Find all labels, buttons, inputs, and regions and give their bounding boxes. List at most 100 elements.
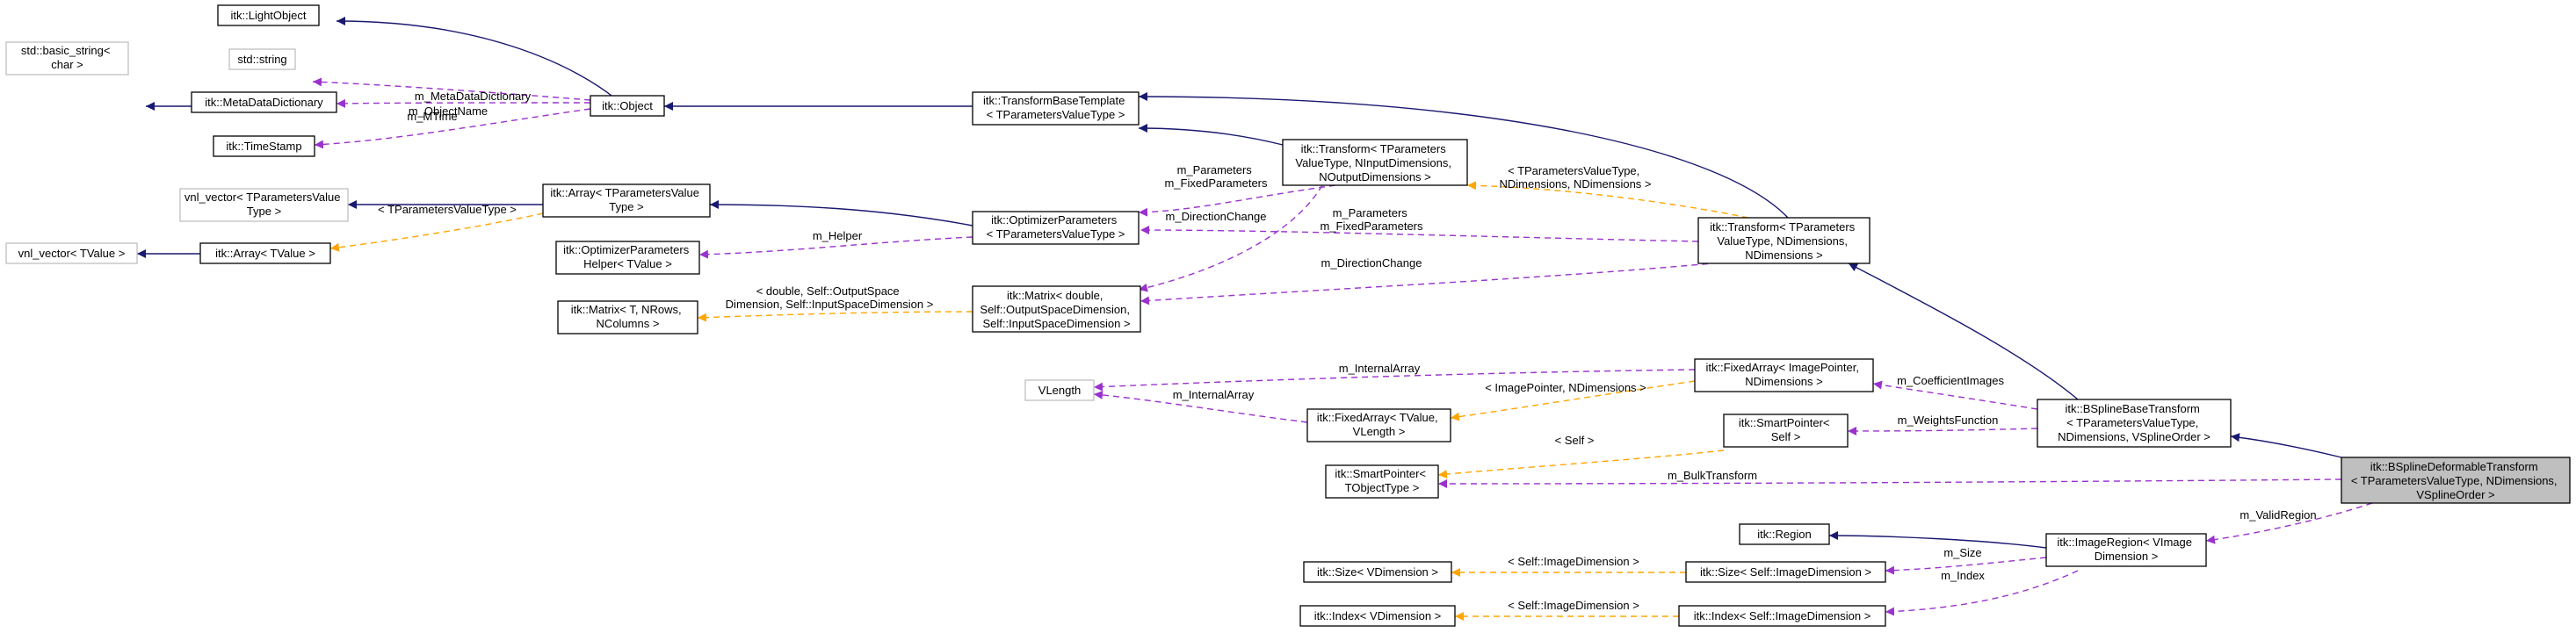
svg-text:std::string: std::string xyxy=(237,53,286,66)
edge-member-params-right xyxy=(1140,226,1699,242)
edge-imageregion-to-region xyxy=(1828,531,2047,549)
node-smartpointer-tobjecttype[interactable]: itk::SmartPointer< TObjectType > xyxy=(1325,464,1439,499)
svg-text:itk::Index< VDimension >: itk::Index< VDimension > xyxy=(1314,609,1442,622)
node-optimizerparametershelper[interactable]: itk::OptimizerParameters Helper< TValue … xyxy=(555,241,700,275)
node-size-vdimension[interactable]: itk::Size< VDimension > xyxy=(1303,561,1452,583)
edge-optparams-to-arraytpv xyxy=(709,200,973,227)
label-m-directionchange-right: m_DirectionChange xyxy=(1321,256,1422,270)
node-lightobject[interactable]: itk::LightObject xyxy=(217,4,320,26)
node-basic-string[interactable]: std::basic_string< char > xyxy=(5,41,129,76)
node-vnl-vector-tvalue[interactable]: vnl_vector< TValue > xyxy=(5,242,138,264)
edge-member-objectname xyxy=(312,77,591,101)
label-m-size: m_Size xyxy=(1943,546,1981,559)
svg-text:itk::Index< Self::ImageDimensi: itk::Index< Self::ImageDimension > xyxy=(1694,609,1871,622)
node-region[interactable]: itk::Region xyxy=(1739,523,1830,545)
edge-member-weightsfn xyxy=(1847,426,2038,435)
svg-text:itk::Array< TParametersValue: itk::Array< TParametersValue Type > xyxy=(550,186,702,213)
label-m-mtime: m_MTime xyxy=(407,110,457,123)
edges xyxy=(137,17,2373,621)
edge-member-dirchange-right xyxy=(1140,260,1740,306)
node-timestamp[interactable]: itk::TimeStamp xyxy=(213,135,315,157)
edge-member-helper xyxy=(698,236,973,259)
node-bsplinedeformabletransform[interactable]: itk::BSplineDeformableTransform < TParam… xyxy=(2341,457,2571,504)
node-transformbasetemplate[interactable]: itk::TransformBaseTemplate < TParameters… xyxy=(972,91,1140,126)
edge-member-internalarray-top xyxy=(1093,369,1696,392)
label-m-internalarray-bottom: m_InternalArray xyxy=(1173,388,1255,401)
label-m-params-right: m_Parameters m_FixedParameters xyxy=(1320,206,1423,233)
edge-member-validregion xyxy=(2205,502,2373,544)
svg-text:itk::Transform< TParameters: itk::Transform< TParameters ValueType, N… xyxy=(1710,220,1858,262)
edge-transformn-to-tbt xyxy=(1138,124,1284,146)
svg-text:vnl_vector< TParametersValue: vnl_vector< TParametersValue Type > xyxy=(185,191,344,218)
svg-text:itk::Matrix< double, S: itk::Matrix< double, Self::OutputSpaceDi… xyxy=(980,289,1132,330)
label-tpl-array: < TParametersValueType > xyxy=(378,203,517,216)
svg-text:itk::TransformBaseTemplate: itk::TransformBaseTemplate < TParameters… xyxy=(983,94,1128,121)
node-transform-ndimensions[interactable]: itk::Transform< TParameters ValueType, N… xyxy=(1697,217,1870,264)
edge-tpl-self xyxy=(1437,450,1725,479)
svg-text:itk::ImageRegion< VImage: itk::ImageRegion< VImage Dimension > xyxy=(2057,536,2195,563)
edge-labels: m_ObjectName m_MetaDataDictionary m_MTim… xyxy=(378,90,2316,612)
node-metadatadictionary[interactable]: itk::MetaDataDictionary xyxy=(191,91,337,113)
label-tpl-matrix: < double, Self::OutputSpace Dimension, S… xyxy=(726,284,934,311)
node-bsplinebasetransform[interactable]: itk::BSplineBaseTransform < TParametersV… xyxy=(2037,399,2232,448)
edge-member-params-left xyxy=(1138,184,1336,217)
label-m-weightsfunction: m_WeightsFunction xyxy=(1898,414,1999,427)
node-vnl-vector-tparametersvaluetype[interactable]: vnl_vector< TParametersValue Type > xyxy=(179,188,349,222)
svg-text:vnl_vector< TValue >: vnl_vector< TValue > xyxy=(18,247,126,260)
svg-text:itk::Region: itk::Region xyxy=(1757,528,1811,541)
node-index-vdimension[interactable]: itk::Index< VDimension > xyxy=(1299,605,1456,627)
svg-text:itk::Object: itk::Object xyxy=(602,99,653,112)
label-m-index: m_Index xyxy=(1941,569,1985,582)
edge-member-mtime xyxy=(314,108,591,149)
node-size-imagedimension[interactable]: itk::Size< Self::ImageDimension > xyxy=(1685,561,1886,583)
svg-text:VLength: VLength xyxy=(1038,384,1081,397)
label-tpl-size: < Self::ImageDimension > xyxy=(1508,555,1639,568)
node-array-tparametersvaluetype[interactable]: itk::Array< TParametersValue Type > xyxy=(542,183,711,218)
edge-transformnd-to-tbt xyxy=(1138,92,1789,219)
edge-tpl-array xyxy=(329,212,544,252)
node-optimizerparameters[interactable]: itk::OptimizerParameters < TParametersVa… xyxy=(972,211,1140,245)
node-index-imagedimension[interactable]: itk::Index< Self::ImageDimension > xyxy=(1678,605,1886,627)
nodes: itk::LightObject std::basic_string< char… xyxy=(5,4,2571,627)
svg-text:itk::OptimizerParameters: itk::OptimizerParameters Helper< TValue … xyxy=(563,243,692,270)
node-object[interactable]: itk::Object xyxy=(590,95,665,117)
node-fixedarray-tvalue[interactable]: itk::FixedArray< TValue, VLength > xyxy=(1306,408,1451,442)
svg-text:itk::Transform< TParameters: itk::Transform< TParameters ValueType, N… xyxy=(1295,142,1454,183)
node-std-string[interactable]: std::string xyxy=(228,48,296,70)
edge-object-to-lightobject xyxy=(336,17,616,99)
node-transform-ninputdimensions[interactable]: itk::Transform< TParameters ValueType, N… xyxy=(1282,139,1468,186)
node-matrix-t[interactable]: itk::Matrix< T, NRows, NColumns > xyxy=(557,300,698,334)
edge-member-index xyxy=(1885,570,2079,616)
svg-text:itk::MetaDataDictionary: itk::MetaDataDictionary xyxy=(205,96,323,109)
svg-text:itk::TimeStamp: itk::TimeStamp xyxy=(226,140,301,153)
node-array-tvalue[interactable]: itk::Array< TValue > xyxy=(199,242,331,264)
svg-text:itk::LightObject: itk::LightObject xyxy=(231,9,307,22)
svg-text:itk::Matrix< T, NRows,: itk::Matrix< T, NRows, NColumns > xyxy=(571,303,684,330)
node-smartpointer-self[interactable]: itk::SmartPointer< Self > xyxy=(1723,414,1849,448)
svg-text:itk::Array< TValue >: itk::Array< TValue > xyxy=(215,247,315,260)
edge-member-size xyxy=(1885,557,2047,575)
node-fixedarray-imagepointer[interactable]: itk::FixedArray< ImagePointer, NDimensio… xyxy=(1694,358,1874,392)
label-m-directionchange-left: m_DirectionChange xyxy=(1166,210,1267,223)
label-m-validregion: m_ValidRegion xyxy=(2240,508,2316,522)
edge-bsplinedef-to-bsplinebase xyxy=(2230,433,2342,458)
label-m-params-left: m_Parameters m_FixedParameters xyxy=(1164,163,1268,190)
label-m-internalarray-top: m_InternalArray xyxy=(1339,362,1421,375)
svg-text:itk::BSplineDeformableTransfor: itk::BSplineDeformableTransform < TParam… xyxy=(2351,460,2560,501)
node-vlength[interactable]: VLength xyxy=(1024,379,1095,401)
node-matrix-double[interactable]: itk::Matrix< double, Self::OutputSpaceDi… xyxy=(972,285,1141,333)
edge-tpl-matrix xyxy=(697,311,973,322)
node-imageregion[interactable]: itk::ImageRegion< VImage Dimension > xyxy=(2045,533,2207,567)
label-tpl-self: < Self > xyxy=(1555,434,1595,447)
svg-text:itk::SmartPointer< TOb: itk::SmartPointer< TObjectType > xyxy=(1335,467,1429,494)
edge-tpl-fixedarray xyxy=(1450,380,1696,421)
edge-member-metadatadict xyxy=(336,98,591,108)
svg-text:itk::SmartPointer< Sel: itk::SmartPointer< Self > xyxy=(1739,416,1833,443)
edge-tpl-transform xyxy=(1466,181,1749,219)
svg-text:itk::FixedArray< TValue,: itk::FixedArray< TValue, VLength > xyxy=(1317,411,1442,438)
svg-text:std::basic_string< cha: std::basic_string< char > xyxy=(21,44,113,71)
label-m-coefficientimages: m_CoefficientImages xyxy=(1897,374,2004,387)
svg-text:itk::FixedArray< ImagePointer,: itk::FixedArray< ImagePointer, NDimensio… xyxy=(1705,361,1862,388)
label-m-helper: m_Helper xyxy=(813,229,863,242)
